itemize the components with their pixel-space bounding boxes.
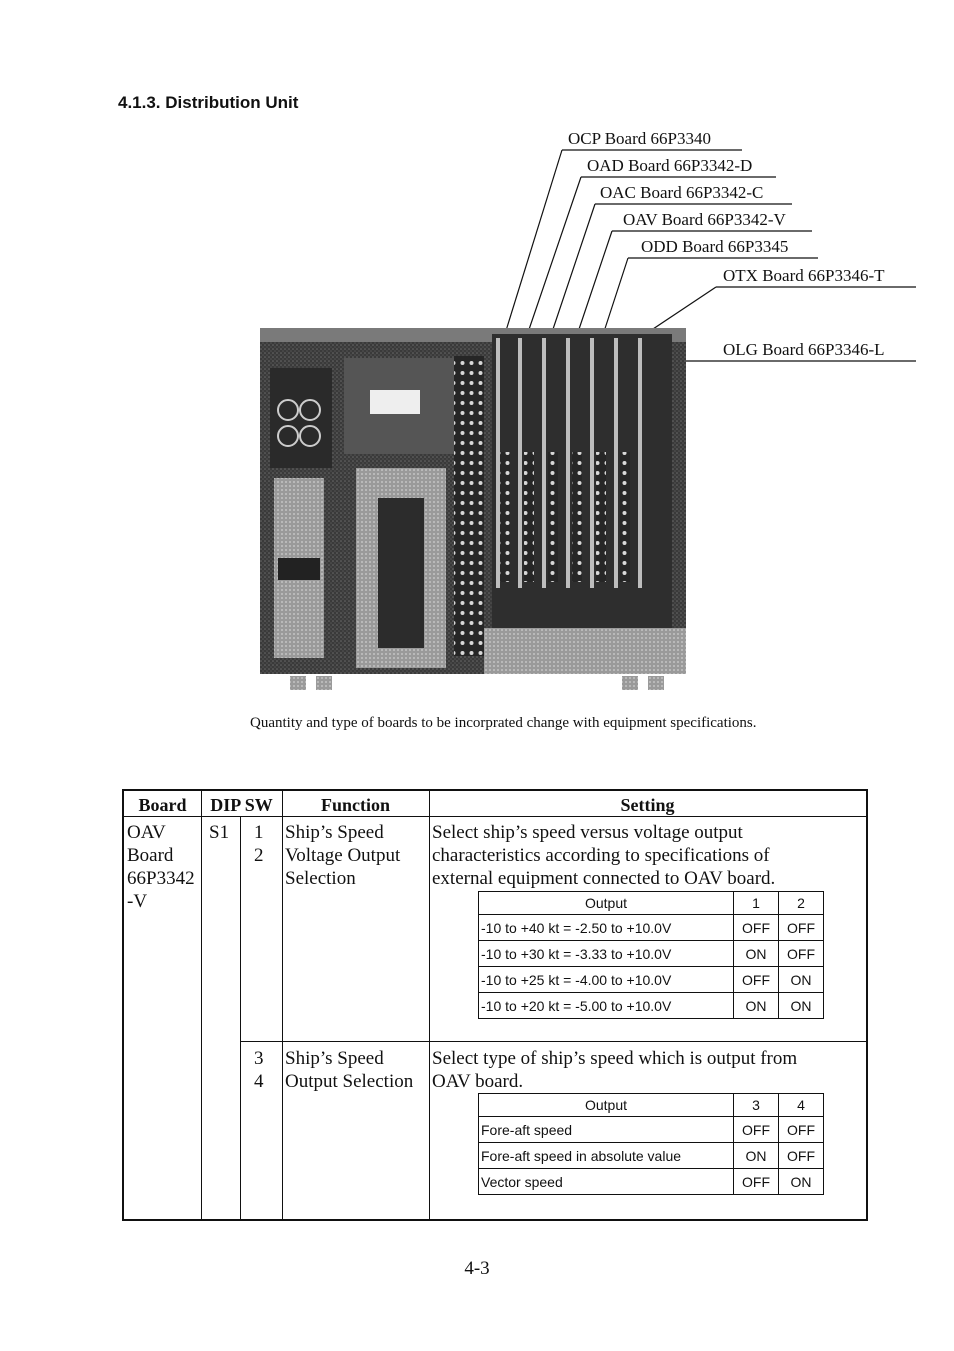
subtable-header: Output [478, 1093, 734, 1117]
subtable-header: 4 [778, 1093, 824, 1117]
speed-output-subtable: Output 3 4 Fore-aft speed OFF OFF Fore-a… [478, 1093, 824, 1195]
dip-switch-table: Board DIP SW Function Setting OAV Board … [122, 789, 868, 1221]
subtable-header: 3 [733, 1093, 779, 1117]
board-line: OAV [127, 822, 166, 843]
setting-line: Select type of ship’s speed which is out… [432, 1048, 798, 1069]
header-divider [124, 816, 866, 817]
section-heading: 4.1.3. Distribution Unit [118, 93, 299, 112]
subtable-header: 1 [733, 891, 779, 915]
switch-state-cell: OFF [733, 966, 779, 993]
voltage-output-subtable: Output 1 2 -10 to +40 kt = -2.50 to +10.… [478, 891, 824, 1019]
table-row: -10 to +20 kt = -5.00 to +10.0V ON ON [478, 992, 824, 1019]
page-number: 4-3 [464, 1258, 490, 1279]
table-row: Fore-aft speed in absolute value ON OFF [478, 1142, 824, 1169]
subtable-header: 2 [778, 891, 824, 915]
board-label-otx: OTX Board 66P3346-T [723, 266, 885, 285]
switch-state-cell: ON [733, 992, 779, 1019]
board-line: -V [127, 891, 148, 912]
board-label-olg: OLG Board 66P3346-L [723, 340, 885, 359]
header-board: Board [138, 795, 187, 815]
output-cell: -10 to +20 kt = -5.00 to +10.0V [478, 992, 734, 1019]
subtable-header-row: Output 1 2 [478, 891, 824, 915]
switch-state-cell: OFF [778, 940, 824, 967]
switch-number: 2 [254, 845, 264, 866]
switch-state-cell: ON [733, 940, 779, 967]
switch-id: S1 [209, 822, 230, 843]
switch-state-cell: OFF [733, 1168, 779, 1195]
board-label-oad: OAD Board 66P3342-D [587, 156, 753, 175]
boards-note: Quantity and type of boards to be incorp… [250, 715, 757, 731]
setting-line: characteristics according to specificati… [432, 845, 770, 866]
switch-state-cell: ON [778, 992, 824, 1019]
switch-state-cell: ON [733, 1142, 779, 1169]
switch-state-cell: ON [778, 1168, 824, 1195]
board-label-ocp: OCP Board 66P3340 [568, 129, 711, 148]
board-label-odd: ODD Board 66P3345 [641, 237, 789, 256]
output-cell: Vector speed [478, 1168, 734, 1195]
function-line: Selection [285, 868, 356, 889]
switch-state-cell: OFF [778, 914, 824, 941]
switch-number: 3 [254, 1048, 264, 1069]
output-cell: Fore-aft speed [478, 1116, 734, 1143]
switch-state-cell: OFF [778, 1116, 824, 1143]
switch-state-cell: ON [778, 966, 824, 993]
function-line: Ship’s Speed [285, 1048, 384, 1069]
col-divider [429, 791, 430, 1219]
output-cell: -10 to +25 kt = -4.00 to +10.0V [478, 966, 734, 993]
header-setting: Setting [620, 795, 675, 815]
header-dip-sw: DIP SW [210, 795, 273, 815]
table-row: -10 to +30 kt = -3.33 to +10.0V ON OFF [478, 940, 824, 967]
subtable-header: Output [478, 891, 734, 915]
switch-number: 1 [254, 822, 264, 843]
board-label-oac: OAC Board 66P3342-C [600, 183, 764, 202]
subtable-header-row: Output 3 4 [478, 1093, 824, 1117]
table-row: Fore-aft speed OFF OFF [478, 1116, 824, 1143]
setting-line: Select ship’s speed versus voltage outpu… [432, 822, 743, 843]
setting-line: OAV board. [432, 1071, 524, 1092]
distribution-unit-photo [260, 328, 686, 692]
table-row: Vector speed OFF ON [478, 1168, 824, 1195]
header-function: Function [320, 795, 390, 815]
switch-state-cell: OFF [733, 914, 779, 941]
switch-state-cell: OFF [778, 1142, 824, 1169]
output-cell: -10 to +30 kt = -3.33 to +10.0V [478, 940, 734, 967]
board-label-oav: OAV Board 66P3342-V [623, 210, 786, 229]
switch-state-cell: OFF [733, 1116, 779, 1143]
col-divider [201, 791, 202, 1219]
setting-line: external equipment connected to OAV boar… [432, 868, 776, 889]
group-divider [240, 1041, 866, 1042]
function-line: Voltage Output [285, 845, 401, 866]
col-divider [240, 817, 241, 1219]
table-row: -10 to +40 kt = -2.50 to +10.0V OFF OFF [478, 914, 824, 941]
function-line: Output Selection [285, 1071, 414, 1092]
output-cell: Fore-aft speed in absolute value [478, 1142, 734, 1169]
table-row: -10 to +25 kt = -4.00 to +10.0V OFF ON [478, 966, 824, 993]
board-line: Board [127, 845, 174, 866]
col-divider [282, 791, 283, 1219]
board-line: 66P3342 [127, 868, 195, 889]
function-line: Ship’s Speed [285, 822, 384, 843]
switch-number: 4 [254, 1071, 264, 1092]
output-cell: -10 to +40 kt = -2.50 to +10.0V [478, 914, 734, 941]
